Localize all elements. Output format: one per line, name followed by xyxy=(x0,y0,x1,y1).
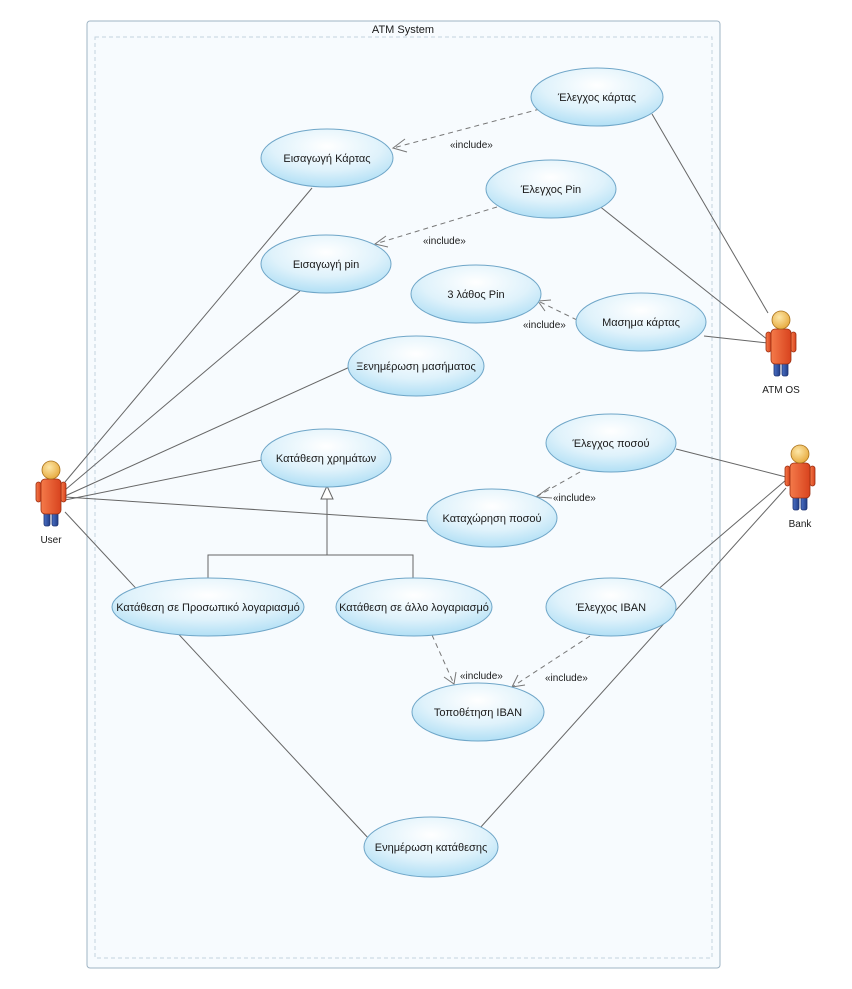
assoc-user-amount-entry xyxy=(64,496,429,522)
actor-user[interactable]: User xyxy=(35,460,67,546)
use-case-label: Ξενημέρωση μασήματος xyxy=(356,361,476,373)
use-case-pin-check[interactable]: Έλεγχος Pin xyxy=(485,159,617,219)
include-label: «include» xyxy=(545,673,588,684)
use-case-label: Έλεγχος ποσού xyxy=(572,438,650,450)
assoc-user-capture-notify xyxy=(64,365,353,497)
assoc-bank-amount-check xyxy=(675,448,787,478)
use-case-label: Κατάθεση σε Προσωπικό λογαριασμό xyxy=(116,602,300,614)
assoc-atmos-pin-check xyxy=(597,204,769,341)
use-case-amount-check[interactable]: Έλεγχος ποσού xyxy=(545,413,677,473)
assoc-user-deposit-notify xyxy=(64,511,371,841)
assoc-bank-iban-check xyxy=(655,479,787,592)
assoc-bank-deposit-notify xyxy=(479,487,787,829)
use-case-label: Ενημέρωση κατάθεσης xyxy=(375,842,488,854)
include-label: «include» xyxy=(553,493,596,504)
use-case-label: Εισαγωγή pin xyxy=(293,259,359,271)
include-label: «include» xyxy=(450,140,493,151)
use-case-label: Μασημα κάρτας xyxy=(602,317,680,329)
include-label: «include» xyxy=(460,671,503,682)
system-boundary: ATM System xyxy=(86,20,721,969)
actor-bank[interactable]: Bank xyxy=(784,444,816,530)
include-labels: «include» «include» «include» «include» … xyxy=(423,140,596,684)
use-case-label: Έλεγχος Pin xyxy=(520,184,581,196)
associations xyxy=(64,113,787,841)
use-case-label: Έλεγχος IBAN xyxy=(575,602,646,614)
use-case-card-check[interactable]: Έλεγχος κάρτας xyxy=(530,67,664,127)
use-case-pin-entry[interactable]: Εισαγωγή pin xyxy=(260,234,392,294)
include-label: «include» xyxy=(423,236,466,247)
actor-name: Bank xyxy=(789,519,813,530)
use-case-label: Έλεγχος κάρτας xyxy=(557,92,636,104)
actor-atm-os[interactable]: ATM OS xyxy=(762,310,800,396)
use-case-label: 3 λάθος Pin xyxy=(447,289,504,301)
person-icon xyxy=(784,444,816,511)
use-case-deposit-personal[interactable]: Κατάθεση σε Προσωπικό λογαριασμό xyxy=(111,577,305,637)
assoc-user-pin-entry xyxy=(64,290,301,491)
use-case-label: Τοποθέτηση IBAN xyxy=(434,707,522,719)
use-case-deposit[interactable]: Κατάθεση χρημάτων xyxy=(260,428,392,488)
include-label: «include» xyxy=(523,320,566,331)
assoc-user-card-insert xyxy=(64,187,313,483)
use-case-card-insert[interactable]: Εισαγωγή Κάρτας xyxy=(260,128,394,188)
person-icon xyxy=(35,460,67,527)
use-case-capture-notify[interactable]: Ξενημέρωση μασήματος xyxy=(347,335,485,397)
use-case-label: Κατάθεση σε άλλο λογαριασμό xyxy=(339,602,489,614)
assoc-atmos-card-check xyxy=(651,113,769,314)
use-case-iban-check[interactable]: Έλεγχος IBAN xyxy=(545,577,677,637)
use-case-deposit-other[interactable]: Κατάθεση σε άλλο λογαριασμό xyxy=(335,577,493,637)
use-case-card-capture[interactable]: Μασημα κάρτας xyxy=(575,292,707,352)
person-icon xyxy=(765,310,797,377)
include-dependencies xyxy=(374,108,591,688)
use-case-label: Κατάθεση χρημάτων xyxy=(276,453,377,465)
use-case-iban-entry[interactable]: Τοποθέτηση IBAN xyxy=(411,682,545,742)
generalization xyxy=(207,484,414,579)
use-case-label: Εισαγωγή Κάρτας xyxy=(283,153,370,165)
assoc-atmos-card-capture xyxy=(703,335,769,344)
use-case-amount-entry[interactable]: Καταχώρηση ποσού xyxy=(426,488,558,548)
use-case-deposit-notify[interactable]: Ενημέρωση κατάθεσης xyxy=(363,816,499,878)
assoc-user-deposit xyxy=(64,459,263,501)
use-case-three-wrong-pin[interactable]: 3 λάθος Pin xyxy=(410,264,542,324)
actor-name: ATM OS xyxy=(762,385,800,396)
actor-name: User xyxy=(40,535,62,546)
use-case-label: Καταχώρηση ποσού xyxy=(443,513,542,525)
system-title: ATM System xyxy=(372,24,434,36)
